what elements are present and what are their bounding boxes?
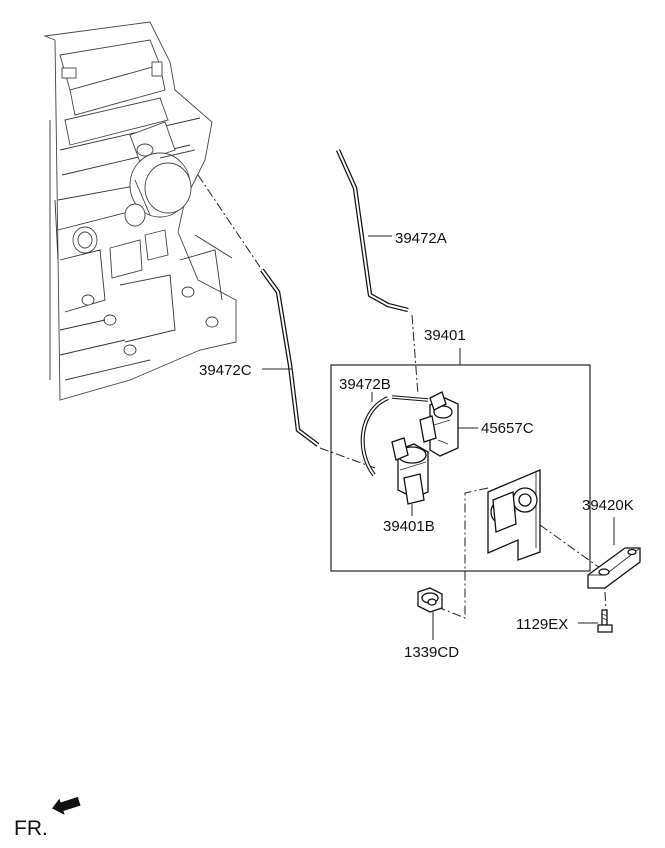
leader-hose-c-solenoid xyxy=(319,447,376,469)
leader-hose-a-valve xyxy=(411,314,419,396)
label-39420k: 39420K xyxy=(582,497,634,514)
valve-45657c xyxy=(419,391,459,457)
label-39472a: 39472A xyxy=(395,230,447,247)
hose-39472b xyxy=(360,395,429,477)
leader-bracket-39420k xyxy=(539,524,601,569)
hose-39472c xyxy=(260,268,320,447)
front-label: FR. xyxy=(14,817,48,840)
label-45657c: 45657C xyxy=(481,420,534,437)
hose-39472a xyxy=(335,149,409,313)
label-39401b: 39401B xyxy=(383,518,435,535)
nut-1339cd xyxy=(417,587,443,613)
bracket-39420k xyxy=(587,547,641,589)
leader-bracket-nut xyxy=(439,487,489,619)
leader-engine-hose-c xyxy=(197,174,263,271)
label-39472c: 39472C xyxy=(199,362,252,379)
engine-block xyxy=(43,21,237,401)
bolt-1129ex xyxy=(597,609,613,633)
front-arrow-icon xyxy=(52,796,81,815)
label-39401: 39401 xyxy=(424,327,466,344)
label-1339cd: 1339CD xyxy=(404,644,459,661)
mounting-bracket-plate xyxy=(487,469,541,561)
front-indicator: FR. xyxy=(14,796,81,840)
solenoid-39401b xyxy=(391,437,429,505)
label-1129ex: 1129EX xyxy=(516,616,568,633)
label-39472b: 39472B xyxy=(339,376,391,393)
